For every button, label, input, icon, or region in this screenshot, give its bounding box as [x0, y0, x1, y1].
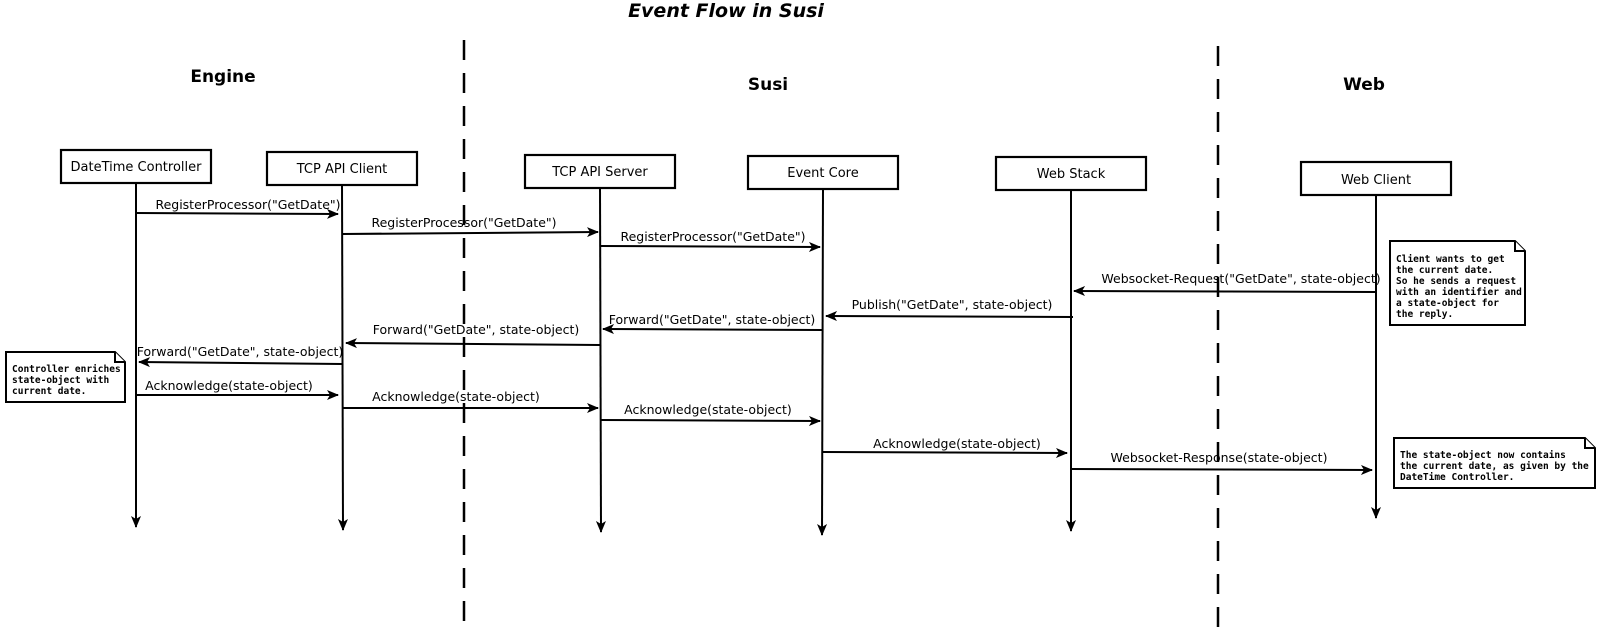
message-arrow-forward-1 [602, 324, 824, 335]
note-controller-line-2: state-object with [12, 375, 109, 386]
message-arrow-forward-3 [138, 357, 343, 368]
actor-box-event-core [746, 154, 900, 191]
note-web-client-line-5: a state-object for [1396, 298, 1499, 309]
message-label-register-1: RegisterProcessor("GetDate") [155, 197, 340, 212]
diagram-title: Event Flow in Susi [628, 0, 824, 22]
message-arrow-websocket-request [1073, 286, 1377, 297]
note-controller-enriches: Controller enriches state-object with cu… [5, 351, 126, 403]
message-arrow-forward-2 [345, 338, 601, 349]
message-arrow-ack-3 [599, 415, 821, 426]
message-arrow-websocket-response [1070, 464, 1373, 475]
message-label-publish: Publish("GetDate", state-object) [852, 297, 1053, 312]
message-arrow-register-3 [599, 241, 821, 252]
note-response-line-1: The state-object now contains [1400, 450, 1566, 461]
lifeline-event-core [817, 187, 828, 536]
note-web-client-line-1: Client wants to get [1396, 254, 1505, 265]
actor-label-web-stack: Web Stack [1037, 167, 1106, 182]
note-web-client-line-4: with an identifier and [1396, 287, 1522, 298]
region-web: Web [1343, 75, 1385, 95]
note-controller-line-3: current date. [12, 386, 86, 397]
actor-box-web-client [1299, 160, 1453, 197]
actor-label-tcp-api-server: TCP API Server [551, 165, 648, 180]
message-arrow-register-1 [135, 208, 339, 219]
message-arrow-register-2 [341, 227, 599, 238]
actor-box-tcp-api-server [523, 153, 677, 190]
message-label-ack-3: Acknowledge(state-object) [624, 402, 792, 417]
message-label-ack-2: Acknowledge(state-object) [372, 389, 540, 404]
message-label-forward-3: Forward("GetDate", state-object) [137, 344, 344, 359]
message-label-register-3: RegisterProcessor("GetDate") [620, 229, 805, 244]
note-state-object-response: The state-object now contains the curren… [1393, 437, 1596, 489]
note-web-client-line-3: So he sends a request [1396, 276, 1516, 287]
actor-label-tcp-api-client: TCP API Client [296, 162, 388, 177]
message-label-register-2: RegisterProcessor("GetDate") [371, 215, 556, 230]
actor-label-web-client: Web Client [1341, 173, 1411, 188]
message-label-forward-1: Forward("GetDate", state-object) [609, 312, 816, 327]
message-arrow-ack-4 [822, 447, 1068, 458]
note-web-client-line-6: the reply. [1396, 309, 1453, 320]
note-web-client-line-2: the current date. [1396, 265, 1493, 276]
message-label-websocket-response: Websocket-Response(state-object) [1111, 450, 1328, 465]
actor-box-tcp-api-client [265, 150, 419, 187]
message-arrow-publish [825, 311, 1074, 322]
region-engine: Engine [190, 67, 255, 87]
actor-box-web-stack [994, 155, 1148, 192]
actor-label-datetime-controller: DateTime Controller [71, 160, 203, 175]
lifeline-tcp-api-server [595, 186, 606, 533]
message-label-websocket-request: Websocket-Request("GetDate", state-objec… [1101, 271, 1380, 286]
note-controller-line-1: Controller enriches [12, 364, 121, 375]
note-response-line-2: the current date, as given by the [1400, 461, 1589, 472]
message-label-ack-4: Acknowledge(state-object) [873, 436, 1041, 451]
actor-box-datetime-controller [59, 148, 213, 185]
message-label-forward-2: Forward("GetDate", state-object) [373, 322, 580, 337]
note-web-client-request: Client wants to get the current date. So… [1389, 240, 1526, 326]
actor-label-event-core: Event Core [787, 166, 858, 181]
region-susi: Susi [748, 75, 788, 95]
message-label-ack-1: Acknowledge(state-object) [145, 378, 313, 393]
note-response-line-3: DateTime Controller. [1400, 472, 1514, 483]
lifeline-tcp-api-client [337, 183, 348, 531]
